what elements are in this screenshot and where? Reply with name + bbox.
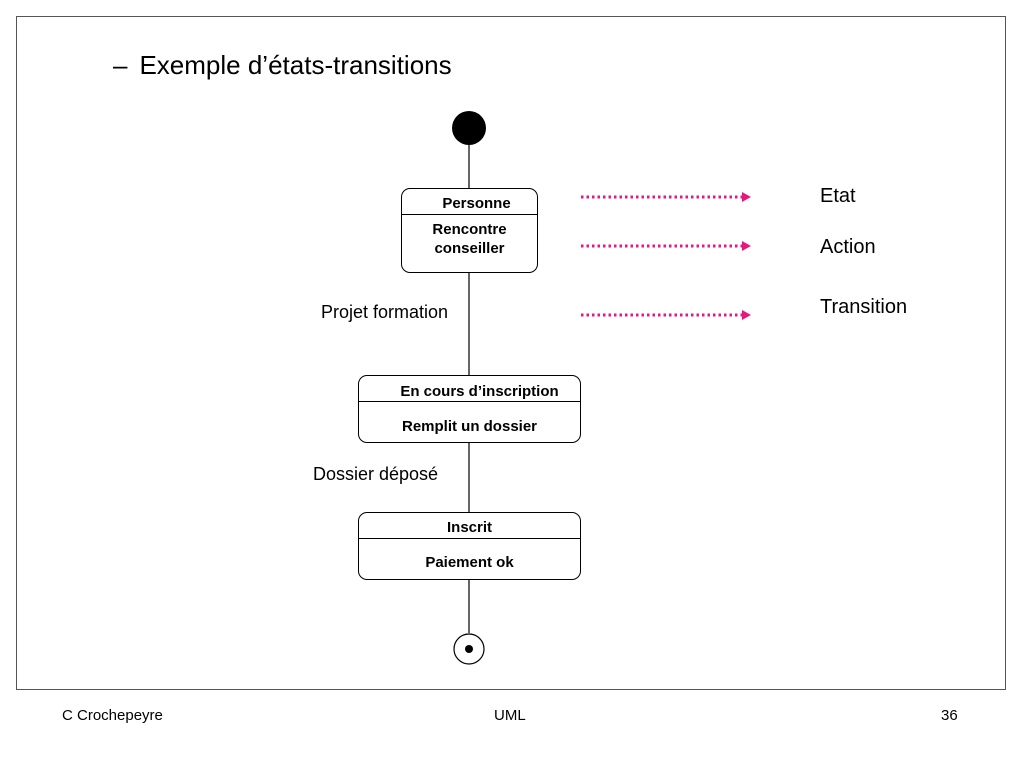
slide-frame <box>16 16 1006 690</box>
initial-state-node <box>452 111 486 145</box>
state-personne-name: Personne <box>402 189 537 215</box>
state-personne-action-line1: Rencontre <box>432 221 507 238</box>
state-en-cours-name: En cours d’inscription <box>359 376 580 402</box>
transition-label-projet: Projet formation <box>321 302 449 322</box>
state-inscrit-name: Inscrit <box>359 513 580 539</box>
slide-title: –Exemple d’états-transitions <box>113 50 452 81</box>
state-en-cours: En cours d’inscription Remplit un dossie… <box>358 375 581 443</box>
legend-label-action: Action <box>820 236 876 258</box>
footer-author: C Crochepeyre <box>62 707 163 724</box>
legend-arrow-transition <box>581 310 751 320</box>
state-en-cours-action: Remplit un dossier <box>401 418 538 435</box>
legend-label-transition: Transition <box>820 296 908 318</box>
final-state-node <box>453 633 485 665</box>
legend-label-etat: Etat <box>820 185 856 207</box>
state-personne-action: Rencontre conseiller <box>402 215 537 258</box>
state-personne: Personne Rencontre conseiller <box>401 188 538 273</box>
legend-arrow-action <box>581 241 751 251</box>
state-personne-action-line2: conseiller <box>434 240 505 257</box>
state-inscrit-action: Paiement ok <box>425 554 514 571</box>
transition-label-dossier: Dossier déposé <box>313 464 439 484</box>
legend-arrow-etat <box>581 192 751 202</box>
title-text: Exemple d’états-transitions <box>139 50 452 80</box>
footer-page-number: 36 <box>941 707 958 724</box>
footer-subject: UML <box>494 707 526 724</box>
title-dash: – <box>113 50 128 80</box>
state-inscrit: Inscrit Paiement ok <box>358 512 581 580</box>
